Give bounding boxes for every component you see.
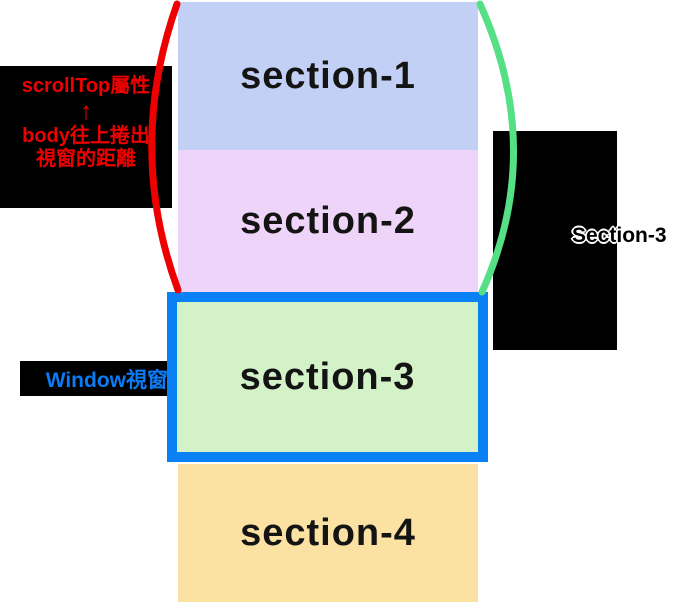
section-4-label: section-4 xyxy=(240,511,416,554)
window-viewport-box: section-3 xyxy=(167,292,488,462)
section-2-block: section-2 xyxy=(178,150,478,292)
up-arrow-icon: ↑ xyxy=(80,98,92,125)
section-4-block: section-4 xyxy=(178,464,478,602)
scrolltop-annotation-box: scrollTop屬性 ↑ body往上捲出 視窗的距離 xyxy=(0,66,172,208)
scrolltop-title: scrollTop屬性 xyxy=(21,75,151,97)
window-annotation-box: Window視窗 xyxy=(20,361,172,396)
window-viewport-label: Window視窗 xyxy=(45,368,168,392)
right-annotation-label: Section-3 xyxy=(572,224,667,247)
section-2-label: section-2 xyxy=(240,199,416,242)
section-3-label: section-3 xyxy=(239,355,416,398)
section-1-block: section-1 xyxy=(178,2,478,150)
section-1-label: section-1 xyxy=(240,54,416,97)
scrolltop-line2: 視窗的距離 xyxy=(36,148,136,170)
scrolltop-line1: body往上捲出 xyxy=(22,125,150,147)
